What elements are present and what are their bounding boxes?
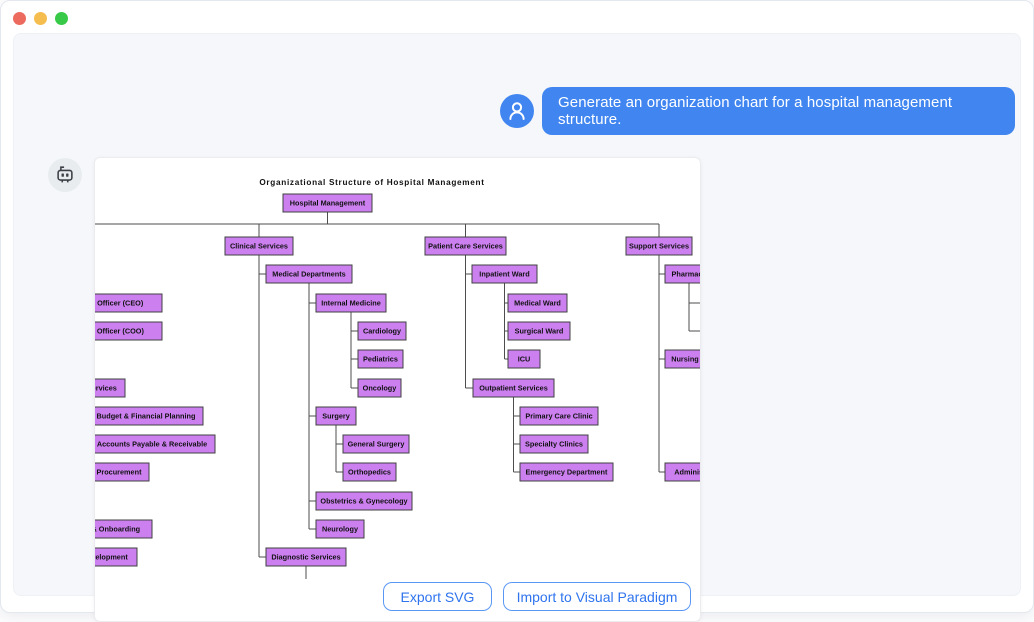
org-node-label: Surgery — [322, 412, 351, 421]
org-node — [265, 264, 353, 284]
org-node — [95, 321, 163, 341]
org-node — [95, 406, 204, 426]
org-node-label: Oncology — [363, 384, 398, 393]
org-node — [507, 321, 571, 341]
org-node-label: Outpatient Services — [479, 384, 548, 393]
org-node-label: Support Services — [629, 242, 689, 251]
chart-title: Organizational Structure of Hospital Man… — [259, 178, 484, 187]
org-node-label: ICU — [518, 355, 531, 364]
org-node — [664, 462, 700, 482]
org-node — [95, 434, 216, 454]
org-node — [342, 434, 410, 454]
org-chart-svg: Hospital ManagementAdministrative Servic… — [95, 178, 701, 579]
org-node — [519, 462, 614, 482]
org-node-label: Pediatrics — [363, 355, 398, 364]
org-node-label: Recruitment & Onboarding — [95, 525, 140, 534]
org-node — [507, 349, 541, 369]
org-node — [95, 462, 150, 482]
org-node — [357, 378, 402, 398]
org-node-label: Medical Ward — [514, 299, 561, 308]
org-node-label: Orthopedics — [348, 468, 391, 477]
org-node-label: Procurement — [96, 468, 142, 477]
org-node — [315, 519, 365, 539]
org-node — [315, 406, 357, 426]
org-node-label: Medical Departments — [272, 270, 345, 279]
org-node-label: Budget & Financial Planning — [97, 412, 196, 421]
org-node — [265, 547, 347, 567]
org-node-label: Patient Care Services — [428, 242, 503, 251]
org-node-label: Chief Executive Officer (CEO) — [95, 299, 144, 308]
org-node — [664, 349, 700, 369]
org-node — [424, 236, 507, 256]
org-node — [664, 264, 700, 284]
org-node — [357, 349, 404, 369]
close-button[interactable] — [13, 12, 26, 25]
org-node-label: Hospital Management — [290, 199, 366, 208]
org-node — [357, 321, 407, 341]
org-node-label: Chief Operating Officer (COO) — [95, 327, 144, 336]
maximize-button[interactable] — [55, 12, 68, 25]
org-node-label: Cardiology — [363, 327, 402, 336]
org-node — [519, 406, 599, 426]
bot-avatar — [48, 158, 82, 192]
org-node-label: Pharmacy — [672, 270, 701, 279]
org-node-label: Administration — [674, 468, 701, 477]
org-node — [95, 378, 126, 398]
org-node — [519, 434, 589, 454]
org-node — [315, 293, 387, 313]
minimize-button[interactable] — [34, 12, 47, 25]
org-node — [471, 264, 538, 284]
org-node-label: Diagnostic Services — [271, 553, 340, 562]
org-node — [507, 293, 568, 313]
org-node — [95, 547, 138, 567]
org-node — [95, 519, 153, 539]
user-avatar — [500, 94, 534, 128]
org-node-label: Specialty Clinics — [525, 440, 583, 449]
org-node-label: Primary Care Clinic — [525, 412, 592, 421]
org-node-label: Surgical Ward — [515, 327, 564, 336]
chat-content-area: Generate an organization chart for a hos… — [13, 33, 1021, 622]
org-node-label: Nursing Services — [671, 355, 701, 364]
user-icon — [509, 102, 525, 120]
user-message-text: Generate an organization chart for a hos… — [558, 94, 953, 128]
org-node — [342, 462, 397, 482]
org-node-label: Internal Medicine — [321, 299, 381, 308]
org-node-label: Obstetrics & Gynecology — [320, 497, 408, 506]
org-node-label: Inpatient Ward — [479, 270, 529, 279]
org-node — [95, 293, 163, 313]
org-node-label: General Surgery — [348, 440, 406, 449]
import-visual-paradigm-button[interactable]: Import to Visual Paradigm — [503, 582, 691, 611]
org-node-label: Emergency Department — [526, 468, 608, 477]
org-node — [282, 193, 373, 213]
org-node — [315, 491, 413, 511]
title-bar — [1, 1, 1033, 33]
org-chart-card: Hospital ManagementAdministrative Servic… — [94, 157, 701, 622]
org-node — [224, 236, 294, 256]
export-svg-button[interactable]: Export SVG — [383, 582, 492, 611]
org-node-label: Accounts Payable & Receivable — [97, 440, 207, 449]
org-node-label: Clinical Services — [230, 242, 288, 251]
org-node — [625, 236, 693, 256]
org-node-label: Training & Development — [95, 553, 128, 562]
robot-icon — [57, 166, 73, 183]
user-message-bubble: Generate an organization chart for a hos… — [542, 87, 1015, 135]
org-node-label: Neurology — [322, 525, 359, 534]
org-node-label: Financial Services — [95, 384, 117, 393]
org-node — [472, 378, 555, 398]
